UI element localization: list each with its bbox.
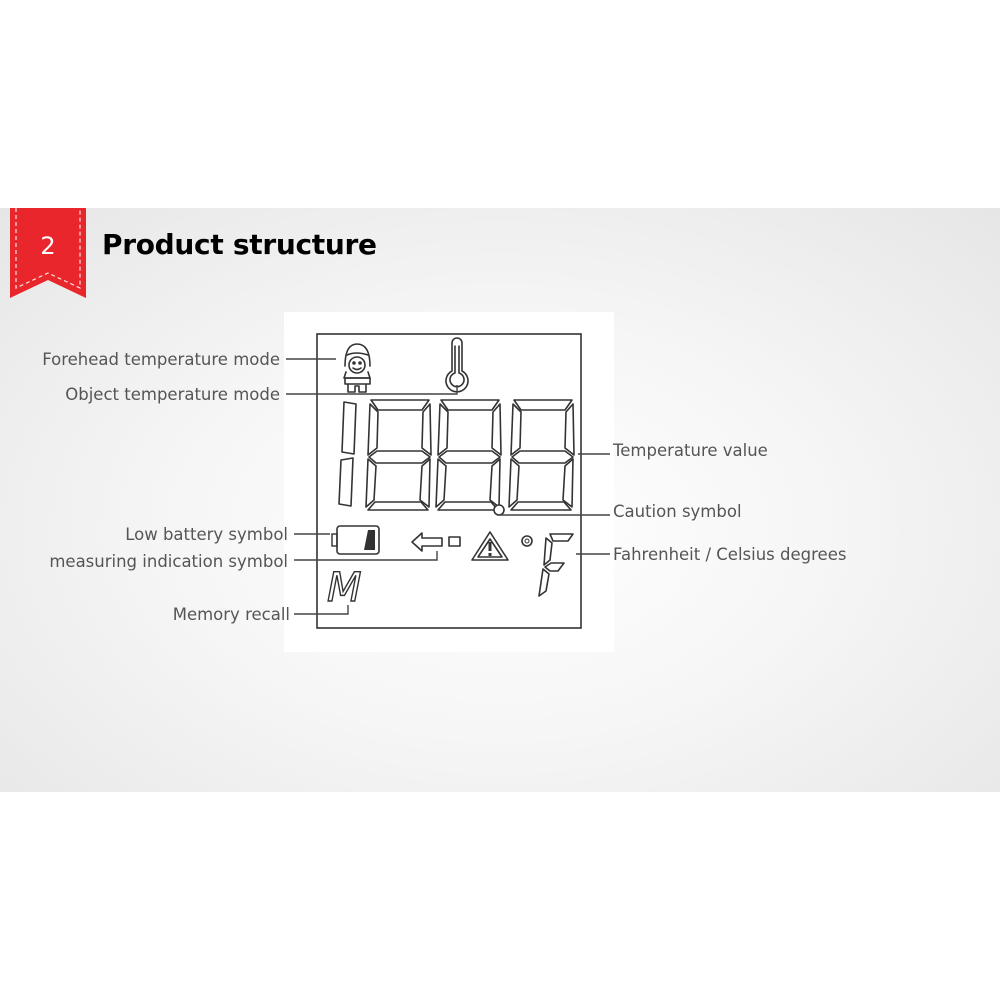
label-object-mode: Object temperature mode [65,385,280,404]
leader-measuring [294,551,438,561]
battery-icon [331,525,380,555]
page-title: Product structure [102,228,377,261]
arrow-left-icon [411,532,461,552]
label-memory: Memory recall [173,605,290,624]
lcd-structure-diagram: M Forehead temperature mode Object tempe… [42,312,846,652]
ribbon-shape [10,208,86,298]
lcd-frame [316,333,582,629]
lcd-panel [284,312,614,652]
lcd-digit-3 [435,399,502,511]
slide: 2 Product structure [0,208,1000,792]
label-measuring: measuring indication symbol [49,552,288,571]
memory-letter: M [327,565,362,611]
label-unit: Fahrenheit / Celsius degrees [613,545,846,564]
degree-icon [521,535,533,547]
label-caution: Caution symbol [613,502,742,521]
lcd-digit-1 [338,401,357,507]
unit-f-segments [538,533,574,597]
label-temperature-value: Temperature value [612,441,768,460]
lcd-digit-4 [508,399,575,511]
section-number: 2 [40,232,55,260]
lcd-decimal-point [493,504,505,516]
leader-memory [294,605,349,615]
label-forehead-mode: Forehead temperature mode [42,350,280,369]
face-icon [343,343,371,393]
lcd-digit-2 [365,399,432,511]
leader-object [286,385,458,395]
section-badge: 2 [10,208,86,298]
label-low-battery: Low battery symbol [125,525,288,544]
warning-triangle-icon [471,531,509,561]
